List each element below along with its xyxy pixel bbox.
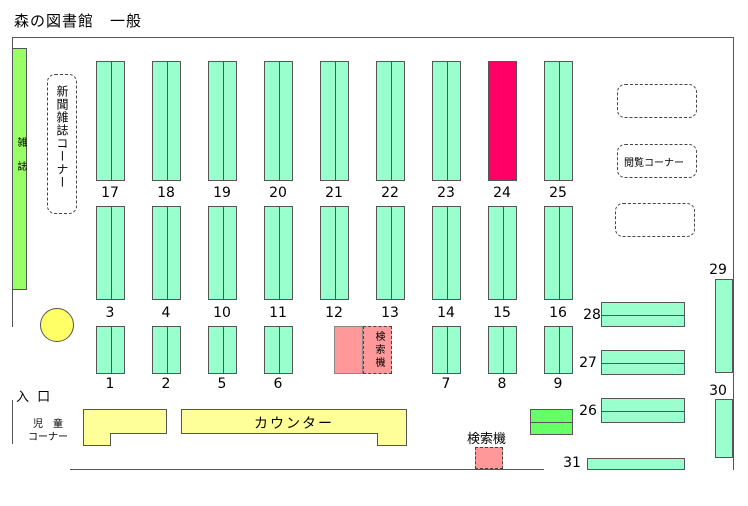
search-terminal-2[interactable] — [475, 447, 503, 469]
shelf-label-23: 23 — [437, 185, 455, 201]
shelf-6[interactable] — [264, 326, 293, 374]
shelf-label-17: 17 — [101, 185, 119, 201]
shelf-2[interactable] — [152, 326, 181, 374]
shelf-19[interactable] — [208, 61, 237, 181]
shelf-label-5: 5 — [217, 376, 227, 392]
page-title: 森の図書館 一般 — [14, 12, 143, 30]
reading-corner-label: 閲覧コーナー — [624, 158, 684, 169]
shelf-label-18: 18 — [157, 185, 175, 201]
shelf-29[interactable] — [715, 279, 733, 373]
shelf-14[interactable] — [432, 206, 461, 300]
shelf-15[interactable] — [488, 206, 517, 300]
search-terminal-1[interactable]: 検索機 — [334, 326, 392, 374]
shelf-label-2: 2 — [161, 376, 171, 392]
shelf-11[interactable] — [264, 206, 293, 300]
shelf-label-28: 28 — [583, 307, 601, 323]
newspaper-corner-label: 新聞雑誌コーナー — [55, 85, 69, 189]
shelf-22[interactable] — [376, 61, 405, 181]
shelf-label-10: 10 — [213, 305, 231, 321]
shelf-24[interactable] — [488, 61, 517, 181]
shelf-31[interactable] — [587, 458, 685, 470]
shelf-20[interactable] — [264, 61, 293, 181]
shelf-label-11: 11 — [269, 305, 287, 321]
shelf-label-21: 21 — [325, 185, 343, 201]
shelf-18[interactable] — [152, 61, 181, 181]
shelf-label-3: 3 — [105, 305, 115, 321]
shelf-30[interactable] — [715, 399, 733, 458]
shelf-label-16: 16 — [549, 305, 567, 321]
shelf-21[interactable] — [320, 61, 349, 181]
shelf-label-20: 20 — [269, 185, 287, 201]
shelf-label-22: 22 — [381, 185, 399, 201]
newspaper-corner[interactable]: 新聞雑誌コーナー — [47, 74, 77, 214]
shelf-17[interactable] — [96, 61, 125, 181]
shelf-label-1: 1 — [105, 376, 115, 392]
shelf-5[interactable] — [208, 326, 237, 374]
magazine-shelf[interactable]: 雑 誌 — [12, 48, 27, 290]
shelf-label-4: 4 — [161, 305, 171, 321]
shelf-3[interactable] — [96, 206, 125, 300]
shelf-label-27: 27 — [579, 355, 597, 371]
children-corner-line-1: 児 童 — [33, 419, 63, 430]
shelf-label-31: 31 — [563, 455, 581, 471]
counter-main[interactable]: カウンター — [181, 409, 407, 446]
wall-top — [12, 37, 734, 38]
shelf-label-13: 13 — [381, 305, 399, 321]
shelf-8[interactable] — [488, 326, 517, 374]
shelf-23[interactable] — [432, 61, 461, 181]
shelf-label-7: 7 — [441, 376, 451, 392]
magazine-shelf-label: 雑 誌 — [15, 137, 26, 173]
shelf-12[interactable] — [320, 206, 349, 300]
shelf-16[interactable] — [544, 206, 573, 300]
shelf-label-29: 29 — [709, 262, 727, 278]
shelf-label-15: 15 — [493, 305, 511, 321]
shelf-13[interactable] — [376, 206, 405, 300]
children-corner-label: 児 童 コーナー — [28, 418, 68, 444]
entrance-marker — [40, 308, 74, 342]
shelf-label-14: 14 — [437, 305, 455, 321]
reading-table-1[interactable] — [617, 84, 697, 118]
shelf-27[interactable] — [601, 350, 685, 375]
reading-table-2[interactable] — [615, 203, 695, 237]
children-corner-line-2: コーナー — [28, 432, 68, 443]
shelf-label-12: 12 — [325, 305, 343, 321]
shelf-label-30: 30 — [709, 383, 727, 399]
wall-right — [733, 37, 734, 470]
counter-left[interactable] — [83, 409, 167, 446]
wall-bottom-left — [12, 400, 13, 444]
shelf-28[interactable] — [601, 302, 685, 327]
shelf-label-9: 9 — [553, 376, 563, 392]
reading-corner[interactable]: 閲覧コーナー — [617, 144, 697, 178]
shelf-7[interactable] — [432, 326, 461, 374]
shelf-label-24: 24 — [493, 185, 511, 201]
shelf-small-green[interactable] — [530, 409, 573, 435]
shelf-1[interactable] — [96, 326, 125, 374]
search-terminal-2-label: 検索機 — [467, 432, 507, 447]
shelf-label-25: 25 — [549, 185, 567, 201]
wall-bottom — [70, 469, 544, 470]
search-terminal-1-label: 検索機 — [373, 331, 384, 370]
shelf-26[interactable] — [601, 398, 685, 423]
shelf-label-6: 6 — [273, 376, 283, 392]
shelf-25[interactable] — [544, 61, 573, 181]
shelf-9[interactable] — [544, 326, 573, 374]
shelf-label-8: 8 — [497, 376, 507, 392]
shelf-label-19: 19 — [213, 185, 231, 201]
shelf-10[interactable] — [208, 206, 237, 300]
entrance-label: 入 口 — [16, 390, 53, 405]
counter-label: カウンター — [254, 416, 334, 432]
shelf-4[interactable] — [152, 206, 181, 300]
shelf-label-26: 26 — [579, 403, 597, 419]
